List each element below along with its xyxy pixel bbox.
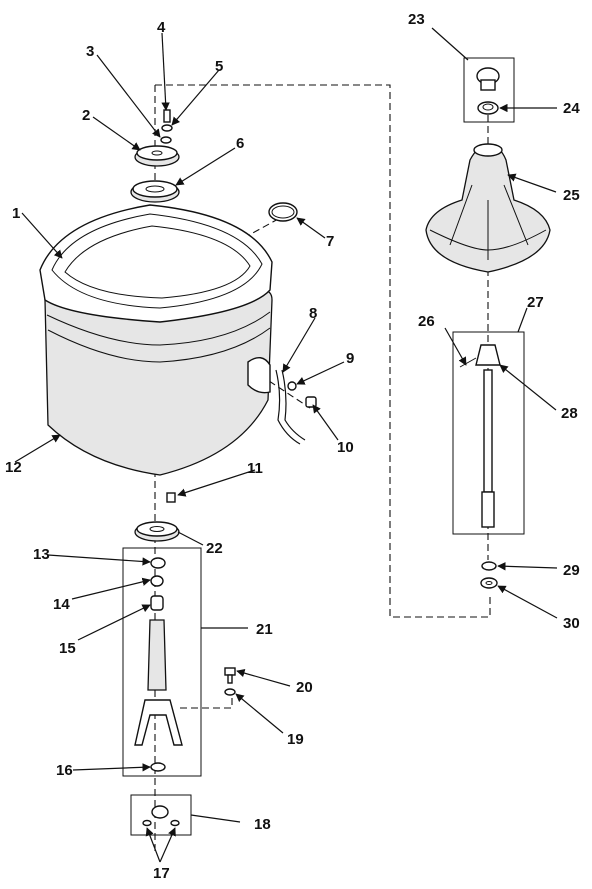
part-10-cap [305, 396, 317, 408]
label-16: 16 [56, 762, 73, 779]
part-8-hose [275, 369, 306, 445]
part-24-cap [477, 101, 499, 115]
part-18-bracket-box [130, 794, 192, 836]
part-5-nut [161, 124, 173, 132]
label-25: 25 [563, 187, 580, 204]
part-20-screw [224, 667, 236, 684]
label-21: 21 [256, 621, 273, 638]
label-6: 6 [236, 135, 244, 152]
label-26: 26 [418, 313, 435, 330]
connection-lines [154, 84, 491, 855]
label-2: 2 [82, 107, 90, 124]
part-2-cam [134, 145, 180, 167]
part-9-fitting [287, 381, 297, 391]
part-19-washer [224, 688, 236, 696]
part-22-gasket [134, 521, 180, 542]
label-14: 14 [53, 596, 70, 613]
label-10: 10 [337, 439, 354, 456]
label-23: 23 [408, 11, 425, 28]
part-23-box [463, 57, 515, 123]
label-29: 29 [563, 562, 580, 579]
label-17: 17 [153, 865, 170, 882]
part-labels: 1 2 3 4 5 6 7 8 9 10 11 12 13 14 15 16 1… [5, 11, 580, 882]
label-24: 24 [563, 100, 580, 117]
label-20: 20 [296, 679, 313, 696]
tub [39, 204, 273, 476]
part-25-agitator [425, 143, 551, 273]
part-6-seal [130, 180, 180, 203]
label-22: 22 [206, 540, 223, 557]
label-8: 8 [309, 305, 317, 322]
part-3-washer [160, 136, 172, 144]
label-7: 7 [326, 233, 334, 250]
label-11: 11 [247, 460, 263, 477]
part-27-shaft-box [452, 331, 525, 535]
label-9: 9 [346, 350, 354, 367]
label-1: 1 [12, 205, 20, 222]
part-4-screw [163, 109, 171, 123]
label-28: 28 [561, 405, 578, 422]
label-30: 30 [563, 615, 580, 632]
label-3: 3 [86, 43, 94, 60]
label-27: 27 [527, 294, 544, 311]
label-15: 15 [59, 640, 76, 657]
part-11-plug [166, 492, 176, 503]
part-30-washer [480, 577, 498, 589]
part-29-washer [481, 561, 497, 571]
leader-lines [14, 27, 558, 863]
label-4: 4 [157, 19, 166, 36]
label-5: 5 [215, 58, 223, 75]
label-13: 13 [33, 546, 50, 563]
label-12: 12 [5, 459, 22, 476]
label-18: 18 [254, 816, 271, 833]
label-19: 19 [287, 731, 304, 748]
part-7-ring [268, 202, 298, 222]
part-21-assembly-box [122, 547, 202, 777]
